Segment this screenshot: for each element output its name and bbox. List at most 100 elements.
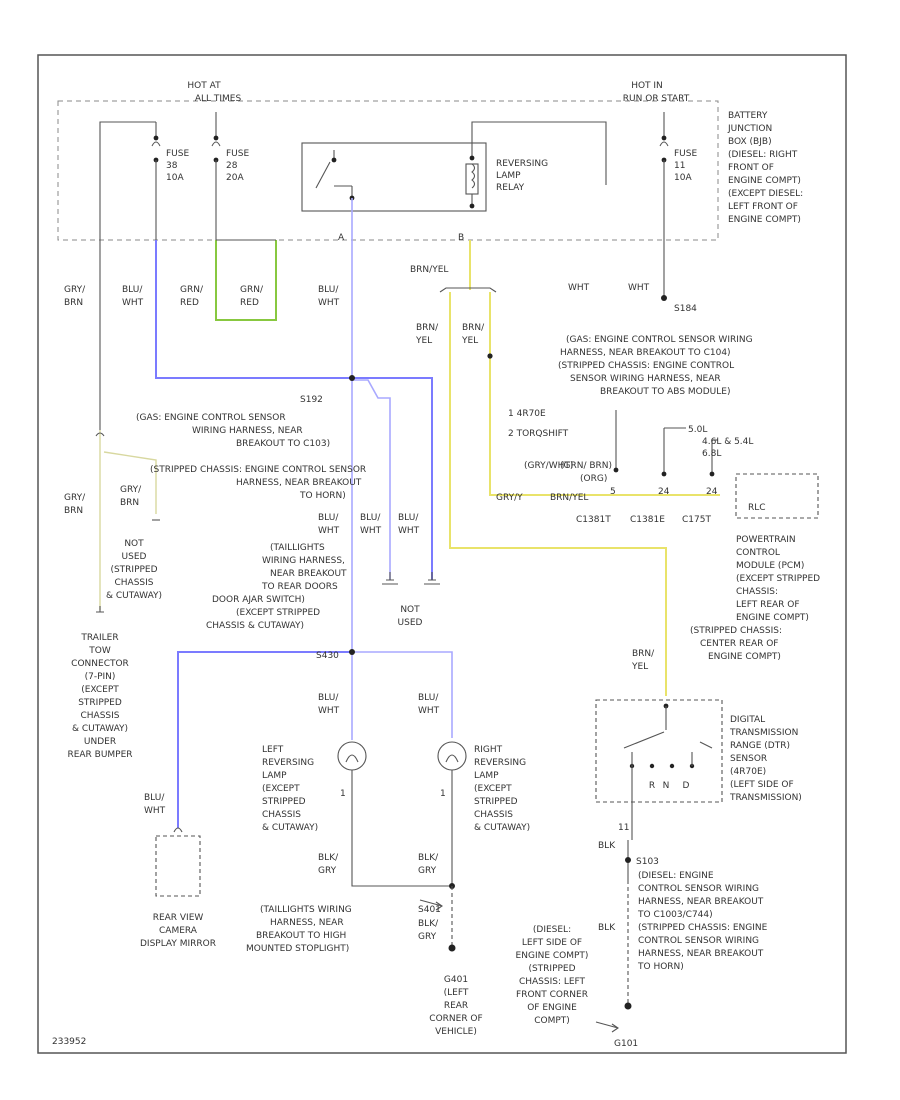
svg-text:REAR VIEW: REAR VIEW: [153, 913, 204, 923]
brn-yel-pcm-wire: [489, 292, 720, 496]
svg-text:TRANSMISSION): TRANSMISSION): [729, 793, 802, 803]
splice-s192-dot: [349, 375, 355, 381]
svg-text:(EXCEPT DIESEL:: (EXCEPT DIESEL:: [728, 189, 803, 199]
svg-text:(DIESEL:: (DIESEL:: [533, 925, 571, 935]
svg-text:RUN OR START: RUN OR START: [623, 94, 690, 104]
fuse-11-feed: [471, 121, 607, 185]
splice-s401-label: S401: [418, 905, 441, 915]
svg-text:(STRIPPED CHASSIS: ENGINE: (STRIPPED CHASSIS: ENGINE: [638, 923, 768, 933]
svg-text:& CUTAWAY): & CUTAWAY): [106, 591, 162, 601]
svg-text:2 TORQSHIFT: 2 TORQSHIFT: [508, 429, 569, 439]
svg-text:1 4R70E: 1 4R70E: [508, 409, 546, 419]
svg-text:6.8L: 6.8L: [702, 449, 721, 459]
splice-s184-dot: [661, 295, 667, 301]
svg-text:ALL TIMES: ALL TIMES: [195, 94, 242, 104]
svg-text:GRY/: GRY/: [64, 493, 86, 503]
svg-text:MODULE (PCM): MODULE (PCM): [736, 561, 804, 571]
dtr-switch: [623, 703, 695, 840]
svg-text:(STRIPPED CHASSIS: ENGINE CONT: (STRIPPED CHASSIS: ENGINE CONTROL: [558, 361, 734, 371]
relay-coil: [465, 150, 479, 209]
svg-text:(GRY/WHT): (GRY/WHT): [524, 461, 573, 471]
svg-text:(7-PIN): (7-PIN): [85, 672, 116, 682]
svg-text:(STRIPPED CHASSIS:: (STRIPPED CHASSIS:: [690, 626, 782, 636]
svg-text:CHASSIS:: CHASSIS:: [736, 587, 778, 597]
svg-text:(TAILLIGHTS WIRING: (TAILLIGHTS WIRING: [260, 905, 352, 915]
svg-text:GRY: GRY: [318, 866, 337, 876]
svg-text:(EXCEPT: (EXCEPT: [474, 784, 512, 794]
svg-text:BREAKOUT TO HIGH: BREAKOUT TO HIGH: [256, 931, 346, 941]
fuse-38: FUSE 38 10A: [151, 122, 189, 183]
svg-text:RELAY: RELAY: [496, 183, 525, 193]
s401-location-note: (TAILLIGHTS WIRING HARNESS, NEAR BREAKOU…: [246, 905, 352, 954]
svg-text:REAR: REAR: [444, 1001, 468, 1011]
svg-text:BRN: BRN: [120, 498, 139, 508]
g101-label: G101: [614, 1039, 638, 1049]
svg-text:(LEFT SIDE OF: (LEFT SIDE OF: [730, 780, 794, 790]
svg-text:BLK/: BLK/: [318, 853, 339, 863]
svg-text:WHT: WHT: [360, 526, 382, 536]
svg-text:BRN/: BRN/: [416, 323, 439, 333]
dtr-pin-11: 11: [618, 823, 629, 833]
dtr-sensor-label: DIGITAL TRANSMISSION RANGE (DTR) SENSOR …: [729, 715, 802, 803]
svg-text:POWERTRAIN: POWERTRAIN: [736, 535, 796, 545]
svg-text:GRY: GRY: [418, 932, 437, 942]
svg-text:DOOR AJAR SWITCH): DOOR AJAR SWITCH): [212, 595, 305, 605]
not-used-note: NOT USED: [398, 605, 423, 628]
ground-g401-dot: [448, 944, 456, 952]
svg-text:BRN/YEL: BRN/YEL: [550, 493, 588, 503]
svg-text:BLK: BLK: [598, 841, 616, 851]
svg-text:VEHICLE): VEHICLE): [435, 1027, 477, 1037]
s103-location-note: (DIESEL: ENGINE CONTROL SENSOR WIRING HA…: [637, 871, 768, 972]
svg-text:(DIESEL: ENGINE: (DIESEL: ENGINE: [638, 871, 714, 881]
s430-location-note: (TAILLIGHTS WIRING HARNESS, NEAR BREAKOU…: [206, 543, 347, 631]
svg-text:BRN: BRN: [64, 298, 83, 308]
svg-text:REAR BUMPER: REAR BUMPER: [67, 750, 132, 760]
not-used-cap-1: [382, 572, 398, 585]
svg-text:REVERSING: REVERSING: [496, 159, 548, 169]
svg-text:WIRING HARNESS, NEAR: WIRING HARNESS, NEAR: [192, 426, 303, 436]
reversing-lamp-relay-box: [301, 142, 487, 212]
svg-text:BRN/: BRN/: [632, 649, 655, 659]
svg-text:ENGINE COMPT): ENGINE COMPT): [736, 613, 809, 623]
svg-text:ENGINE COMPT): ENGINE COMPT): [516, 951, 589, 961]
blu-wht-fuse38-wire: [155, 240, 433, 580]
svg-text:WHT: WHT: [568, 283, 590, 293]
blu-wht-not-used-wire: [352, 379, 391, 580]
svg-text:TO C1003/C744): TO C1003/C744): [637, 910, 713, 920]
splice-s103-dot: [625, 857, 631, 863]
svg-text:CONTROL SENSOR WIRING: CONTROL SENSOR WIRING: [638, 936, 759, 946]
svg-text:REVERSING: REVERSING: [474, 758, 526, 768]
svg-text:GRN/: GRN/: [240, 285, 264, 295]
svg-text:CHASSIS & CUTAWAY): CHASSIS & CUTAWAY): [206, 621, 304, 631]
svg-text:WHT: WHT: [318, 706, 340, 716]
svg-text:BLU/: BLU/: [122, 285, 143, 295]
battery-junction-box-outline: [57, 100, 719, 241]
gry-brn-not-used-wire: [103, 451, 157, 514]
svg-text:(DIESEL: RIGHT: (DIESEL: RIGHT: [728, 150, 798, 160]
svg-text:G401: G401: [444, 975, 468, 985]
relay-switch: [315, 150, 355, 201]
svg-text:FRONT CORNER: FRONT CORNER: [516, 990, 588, 1000]
g101-location-note: (DIESEL: LEFT SIDE OF ENGINE COMPT) (STR…: [516, 925, 589, 1026]
svg-text:& CUTAWAY): & CUTAWAY): [474, 823, 530, 833]
transmission-legend: 1 4R70E 2 TORQSHIFT: [508, 409, 569, 439]
svg-text:STRIPPED: STRIPPED: [78, 698, 122, 708]
svg-text:TO HORN): TO HORN): [637, 962, 684, 972]
svg-text:YEL: YEL: [631, 662, 648, 672]
pcm-pin-numbers: 5 24 24: [610, 487, 718, 497]
svg-text:BLU/: BLU/: [318, 285, 339, 295]
svg-text:WHT: WHT: [144, 806, 166, 816]
svg-text:C175T: C175T: [682, 515, 711, 525]
svg-text:HOT AT: HOT AT: [187, 81, 221, 91]
svg-text:GRY: GRY: [418, 866, 437, 876]
rear-view-mirror-box: [155, 835, 201, 897]
svg-text:STRIPPED: STRIPPED: [262, 797, 306, 807]
left-reversing-lamp-bulb: [337, 741, 367, 771]
svg-text:WHT: WHT: [418, 706, 440, 716]
rear-view-mirror-label: REAR VIEW CAMERA DISPLAY MIRROR: [140, 913, 216, 949]
svg-text:5: 5: [610, 487, 616, 497]
svg-text:DISPLAY MIRROR: DISPLAY MIRROR: [140, 939, 216, 949]
svg-text:CONNECTOR: CONNECTOR: [71, 659, 129, 669]
svg-text:TRANSMISSION: TRANSMISSION: [729, 728, 798, 738]
ground-g101-dot: [624, 1002, 632, 1010]
